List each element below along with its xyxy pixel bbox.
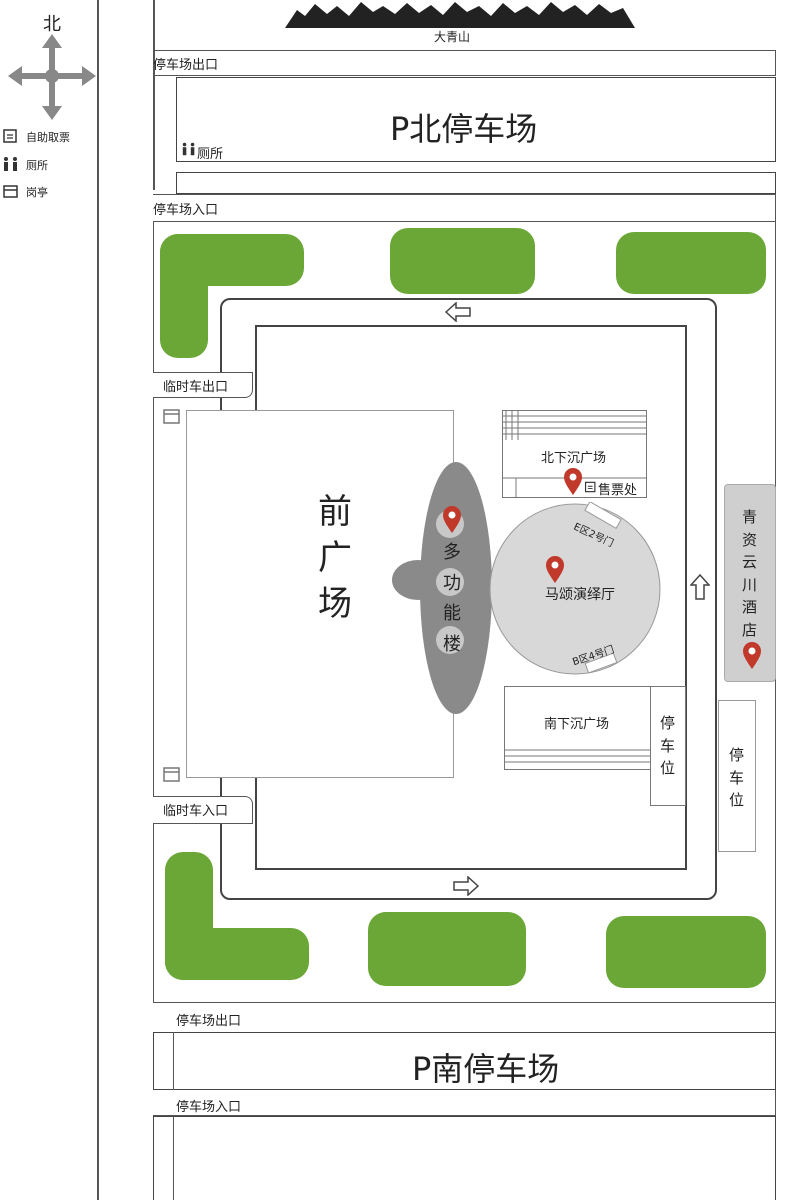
south-parking-title: P南停车场 [412,1050,560,1088]
green-area-n-center [390,228,535,294]
compass: 北 [8,8,98,120]
road-left-line [153,0,155,190]
toilet-icon [182,142,195,156]
green-area-se [606,916,766,988]
toilet-icon [4,157,17,171]
theater-building [489,502,661,675]
arrow-left-icon [445,302,471,322]
theater-label: 马颂演绎厅 [545,587,615,603]
south-sunken-stairs [504,749,652,763]
legend: 自助取票 厕所 岗亭 [0,128,95,203]
temp-exit-label: 临时车出口 [163,380,229,395]
multi-building-label: 多功能楼 [443,542,461,655]
temp-exit-road [153,372,253,398]
north-parking-lot [176,77,776,162]
compass-north-label: 北 [43,14,61,35]
location-pin-icon [743,642,761,669]
kiosk-icon [163,767,180,782]
green-area-ne [616,232,766,294]
location-pin-icon [546,556,564,583]
arrow-up-icon [690,574,710,600]
south-parking-lower-divider [173,1116,174,1200]
arrow-right-icon [453,876,479,896]
toilet-label: 厕所 [197,147,224,162]
north-parking-strip [176,172,776,194]
north-parking-title: P北停车场 [390,110,538,148]
legend-label-kiosk: 岗亭 [26,186,48,199]
parking-spot-inner-label: 停车位 [660,714,676,777]
north-sunken-plaza-label: 北下沉广场 [541,451,607,466]
south-parking-exit-road [153,1002,776,1032]
green-area-nw-horizontal [160,234,304,286]
kiosk-icon [3,185,18,198]
north-parking-entry-label: 停车场入口 [153,203,219,218]
ticket-machine-icon [3,129,17,143]
green-area-sw-horizontal [165,928,309,980]
mountain-label: 大青山 [434,30,471,44]
south-parking-divider [173,1032,174,1090]
south-parking-entry-label: 停车场入口 [176,1100,242,1115]
north-parking-entry-road [153,194,776,222]
compass-arrows-icon [8,34,96,120]
temp-entry-road [153,796,253,824]
ticket-machine-icon [584,481,596,493]
south-parking-lot [153,1032,776,1090]
north-parking-exit-road [153,50,776,76]
south-parking-entry-road [153,1090,776,1116]
ticket-office-label: 售票处 [598,483,638,498]
south-parking-lower-lot [153,1116,776,1200]
hotel-label: 青资云川酒店 [742,508,758,639]
legend-label-ticket: 自助取票 [26,131,70,144]
parking-spot-outer-label: 停车位 [729,746,745,809]
left-boundary-line [97,0,99,1200]
legend-label-toilet: 厕所 [26,159,48,172]
parking-spot-outer [718,700,756,852]
front-plaza-label: 前广场 [318,492,352,624]
mountain-icon [285,2,635,28]
south-sunken-plaza-label: 南下沉广场 [544,717,610,732]
north-parking-exit-label: 停车场出口 [153,58,219,73]
parking-spot-inner [650,686,686,806]
location-pin-icon [443,506,461,533]
kiosk-icon [163,409,180,424]
location-pin-icon [564,468,582,495]
green-area-s-center [368,912,526,986]
south-parking-exit-label: 停车场出口 [176,1014,242,1029]
temp-entry-label: 临时车入口 [163,804,229,819]
